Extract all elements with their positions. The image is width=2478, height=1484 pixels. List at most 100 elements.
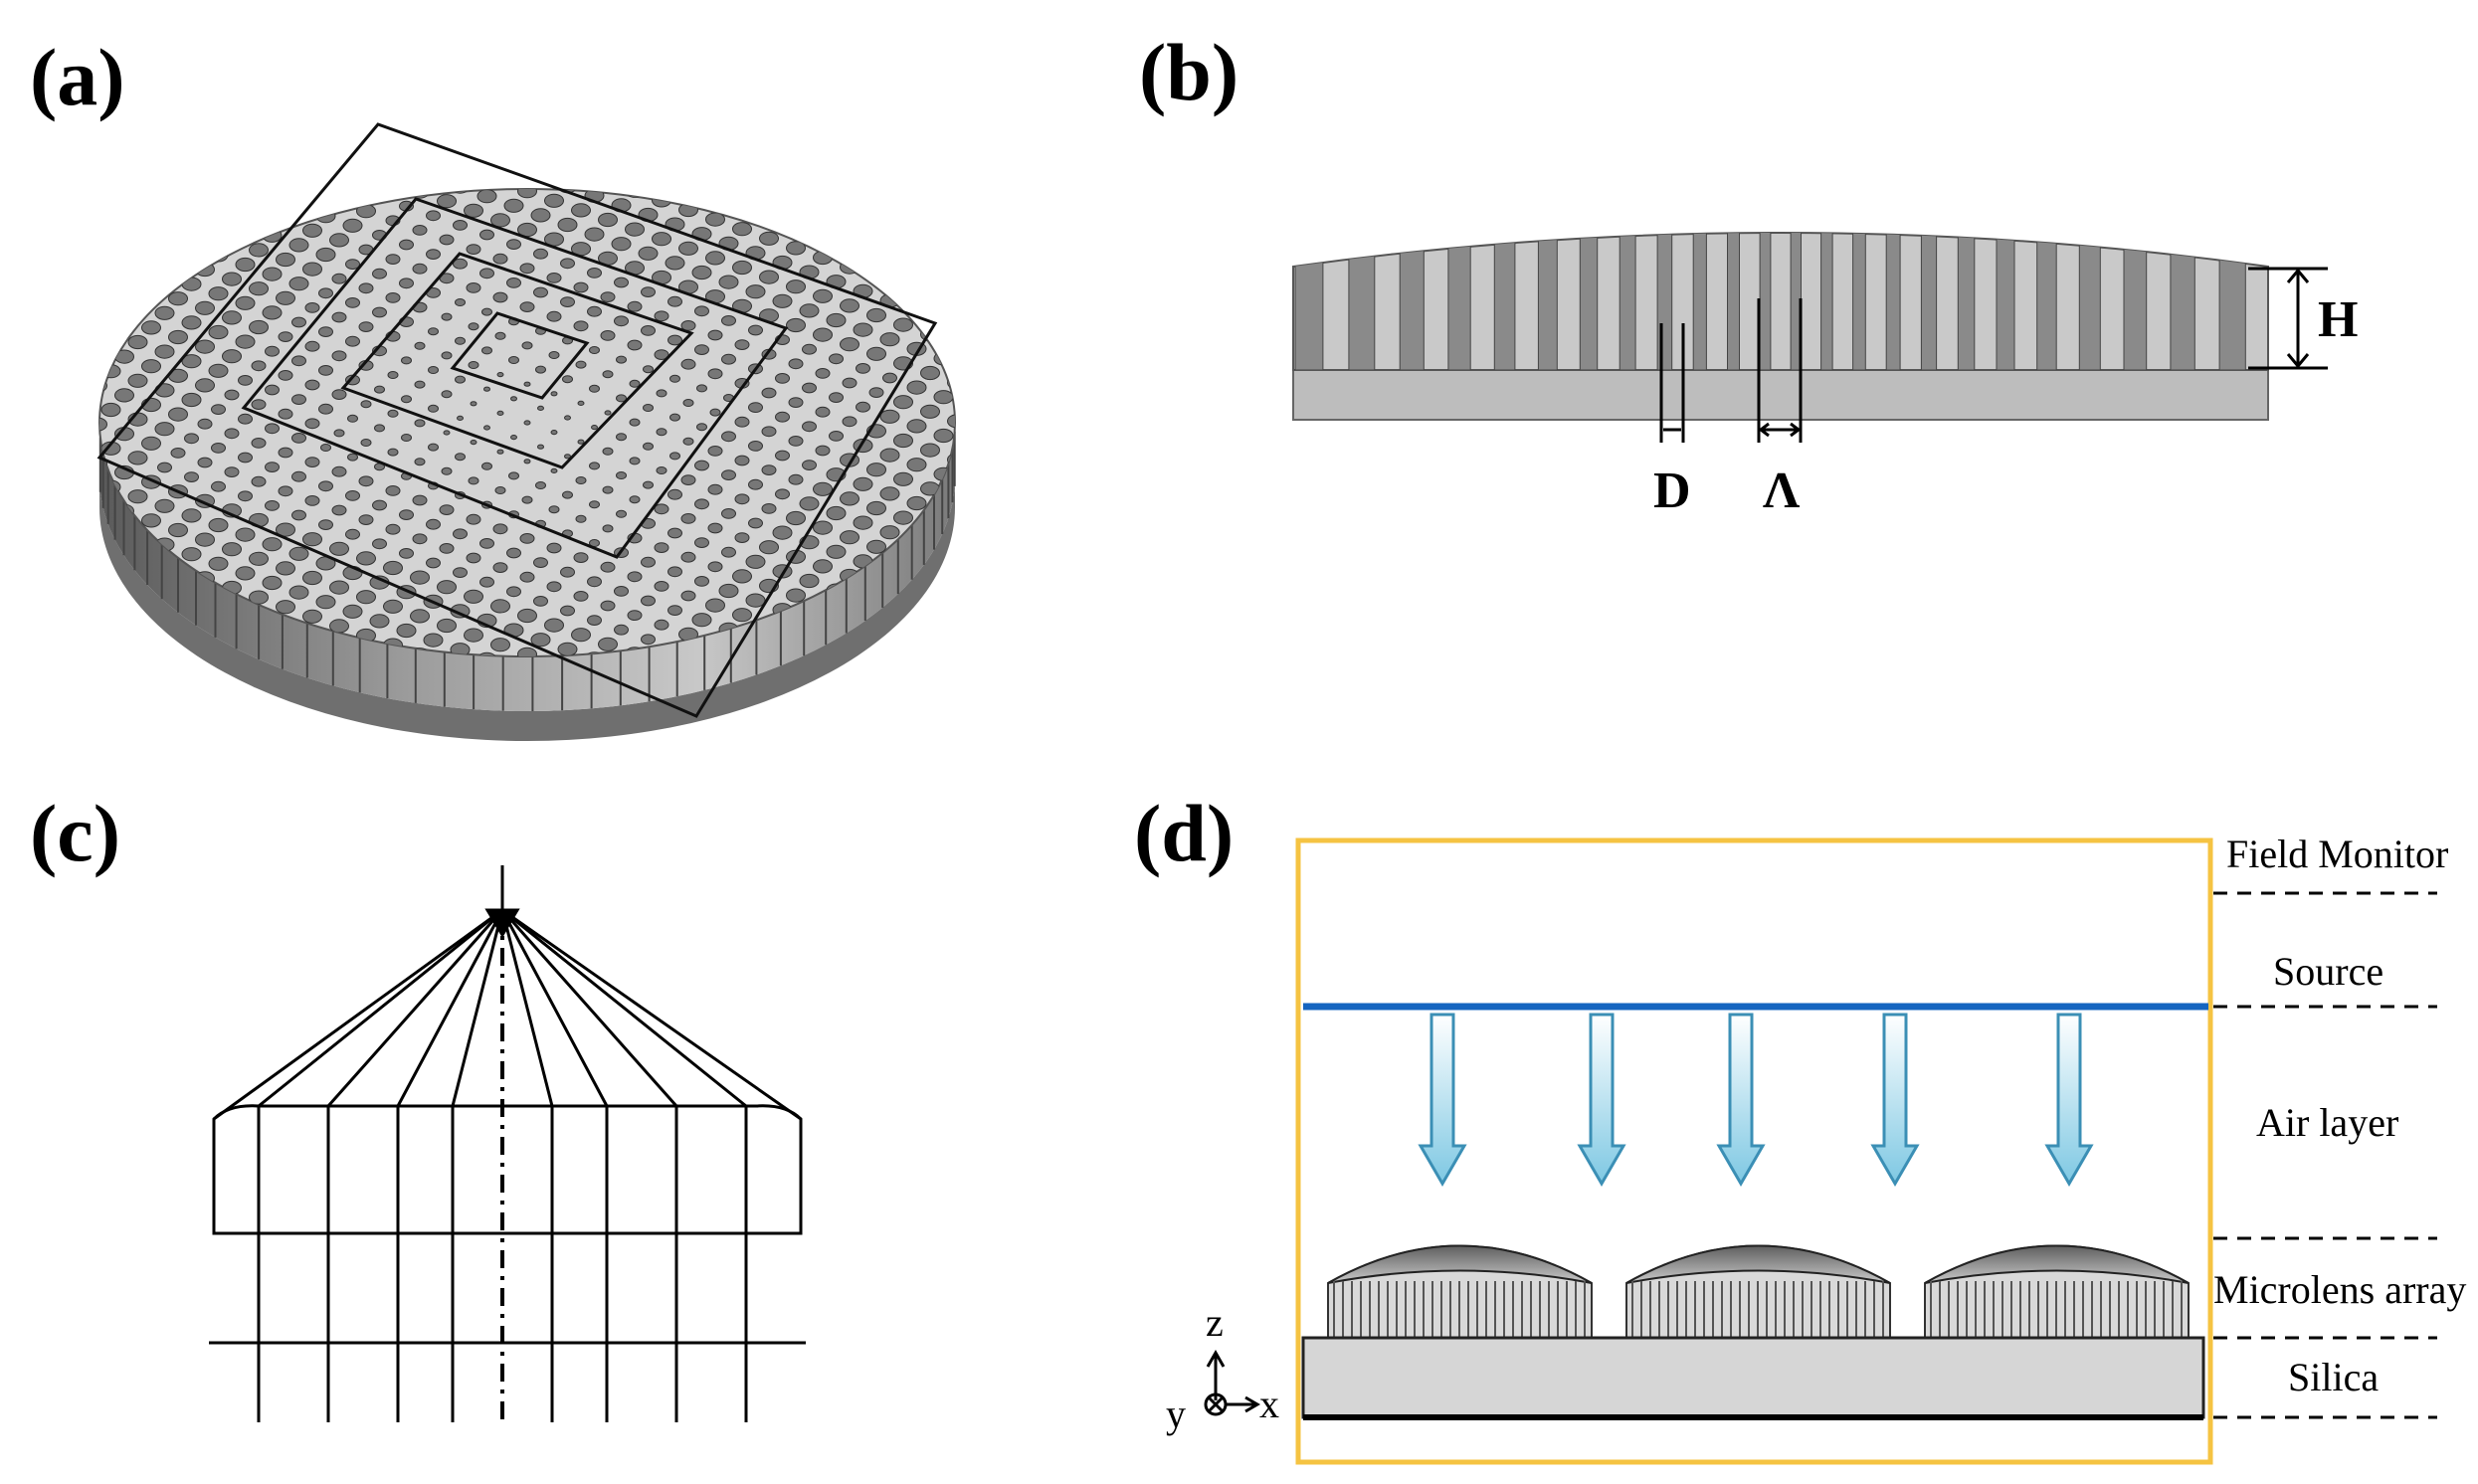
hole xyxy=(734,455,750,466)
hole xyxy=(709,408,721,417)
hole xyxy=(772,293,793,308)
hole xyxy=(331,311,347,323)
hole xyxy=(496,449,504,455)
hole xyxy=(656,428,667,437)
hole xyxy=(829,353,844,365)
hole xyxy=(682,399,694,407)
hole xyxy=(560,296,575,308)
hole xyxy=(387,371,399,379)
hole xyxy=(748,478,763,490)
hole xyxy=(443,430,451,436)
pillar xyxy=(1537,233,1558,370)
hole xyxy=(412,533,428,545)
hole xyxy=(734,339,750,351)
hole xyxy=(410,609,430,624)
hole xyxy=(557,642,578,656)
hole xyxy=(627,300,643,312)
hole xyxy=(318,326,333,338)
incident-arrows xyxy=(1418,1013,2094,1187)
disc-wall-pillars xyxy=(98,431,956,711)
hole xyxy=(799,303,820,318)
hole xyxy=(195,339,215,354)
hole xyxy=(331,273,347,284)
down-arrow xyxy=(1870,1013,1920,1187)
hole xyxy=(694,537,709,548)
hole xyxy=(464,628,483,643)
hole xyxy=(571,628,591,643)
microlens-dome xyxy=(1625,1244,1891,1284)
hole xyxy=(577,439,585,445)
pillar xyxy=(1727,233,1740,370)
hole xyxy=(732,260,752,276)
hole xyxy=(276,561,295,576)
pillar xyxy=(1294,233,1324,370)
hole xyxy=(761,426,777,438)
hole xyxy=(705,251,725,266)
hole xyxy=(786,279,806,294)
hole xyxy=(656,389,667,398)
hole xyxy=(345,335,360,347)
hole xyxy=(224,389,240,401)
lens-body xyxy=(212,1104,803,1235)
ray-upper xyxy=(500,909,609,1107)
hole xyxy=(387,409,399,418)
hole xyxy=(802,460,817,471)
hole xyxy=(372,306,387,318)
hole xyxy=(481,307,492,316)
hole xyxy=(100,402,121,418)
hole xyxy=(759,540,779,555)
hole xyxy=(195,532,215,547)
pillar xyxy=(1852,233,1866,370)
hole xyxy=(840,337,859,352)
zone-square-3 xyxy=(340,252,694,469)
hole xyxy=(276,522,295,537)
hole xyxy=(694,498,709,510)
hole xyxy=(372,268,387,279)
pillar xyxy=(2123,233,2148,370)
hole xyxy=(721,431,736,443)
microlens-dome xyxy=(1327,1244,1593,1284)
hole xyxy=(627,339,643,351)
hole xyxy=(358,475,374,487)
converging-rays xyxy=(213,908,802,1422)
down-arrow xyxy=(1418,1013,1467,1187)
hole xyxy=(788,358,804,370)
hole xyxy=(291,509,306,521)
hole xyxy=(453,528,468,540)
pillar xyxy=(1619,233,1636,370)
hole xyxy=(587,268,602,278)
dimension-h xyxy=(2248,267,2328,370)
hole xyxy=(643,480,654,489)
hole xyxy=(589,462,600,470)
hole xyxy=(546,310,562,322)
hole xyxy=(600,330,616,341)
hole xyxy=(517,608,537,624)
hole xyxy=(840,530,859,545)
ray-upper xyxy=(500,909,554,1107)
hole xyxy=(591,425,598,431)
hole xyxy=(550,467,558,473)
ray-upper xyxy=(501,908,747,1108)
hole xyxy=(358,282,374,294)
pillar xyxy=(1493,233,1516,370)
hole xyxy=(455,453,466,462)
hole xyxy=(278,485,293,497)
dimension-lambda xyxy=(1757,298,1803,443)
hole xyxy=(629,457,641,465)
hole xyxy=(786,588,806,603)
hole xyxy=(786,510,806,526)
hole xyxy=(665,256,685,271)
cross-section-profile xyxy=(1292,232,2269,421)
hole xyxy=(802,421,817,433)
hole xyxy=(826,544,847,559)
hole xyxy=(705,212,725,227)
hole xyxy=(396,623,417,639)
hole xyxy=(573,591,589,602)
hole xyxy=(157,462,172,473)
hole xyxy=(428,443,439,452)
hole xyxy=(494,486,506,494)
hole xyxy=(577,400,585,406)
hole xyxy=(141,513,161,528)
hole xyxy=(602,370,614,379)
hole xyxy=(222,542,242,557)
